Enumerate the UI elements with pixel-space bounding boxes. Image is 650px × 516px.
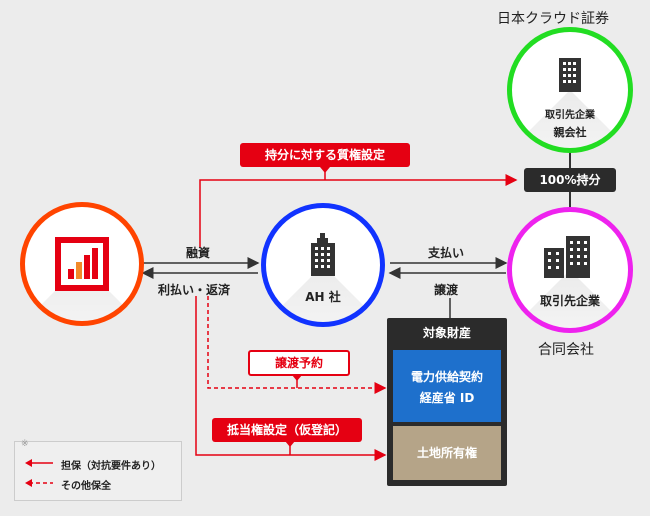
pledge-label: 持分に対する質権設定 (240, 143, 410, 167)
client-label: 取引先企業 (539, 294, 600, 308)
reservation-line (207, 296, 387, 394)
repay-label: 利払い・返済 (158, 283, 231, 297)
ah-label: AH 社 (305, 290, 341, 304)
transfer-reservation-label: 譲渡予約 (248, 350, 350, 376)
building-icon (544, 236, 590, 278)
legend-solid-label: 担保（対抗要件あり） (61, 461, 161, 472)
legend-dashed-label: その他保全 (61, 481, 111, 492)
legend: ※ 担保（対抗要件あり） その他保全 (14, 439, 182, 501)
logo-icon (55, 237, 109, 291)
ownership-box: 100%持分 (524, 168, 616, 192)
pay-label: 支払い (428, 246, 465, 260)
pledge-line (199, 174, 518, 248)
ah-node: AH 社 (261, 203, 385, 327)
reservation-pointer (292, 375, 302, 381)
client-company-node: 取引先企業 (507, 207, 633, 333)
asset-contract-line1: 電力供給契約 (410, 370, 483, 384)
legend-dashed-arrow (25, 479, 53, 487)
asset-contract-line2: 経産省 ID (419, 391, 475, 405)
legend-solid-arrow (25, 459, 53, 467)
parent-line2: 親会社 (553, 126, 587, 139)
client-sub-label: 合同会社 (538, 342, 594, 358)
top-label: 日本クラウド証券 (497, 11, 609, 27)
parent-line1: 取引先企業 (545, 110, 595, 121)
mortgage-pointer (285, 441, 295, 447)
lender-node (20, 202, 144, 326)
asset-land-box: 土地所有権 (393, 426, 501, 480)
legend-note: ※ (21, 439, 29, 449)
asset-box: 対象財産 電力供給契約 経産省 ID 土地所有権 (387, 318, 507, 486)
transfer-label: 譲渡 (434, 283, 459, 297)
pledge-pointer (320, 167, 330, 173)
mortgage-line (195, 296, 387, 461)
asset-header: 対象財産 (422, 326, 471, 340)
building-icon (311, 233, 335, 276)
loan-label: 融資 (186, 246, 211, 260)
mortgage-label: 抵当権設定（仮登記） (212, 418, 362, 442)
building-icon (559, 58, 581, 92)
parent-company-node: 取引先企業 親会社 (507, 27, 633, 153)
asset-contract-box: 電力供給契約 経産省 ID (393, 350, 501, 422)
